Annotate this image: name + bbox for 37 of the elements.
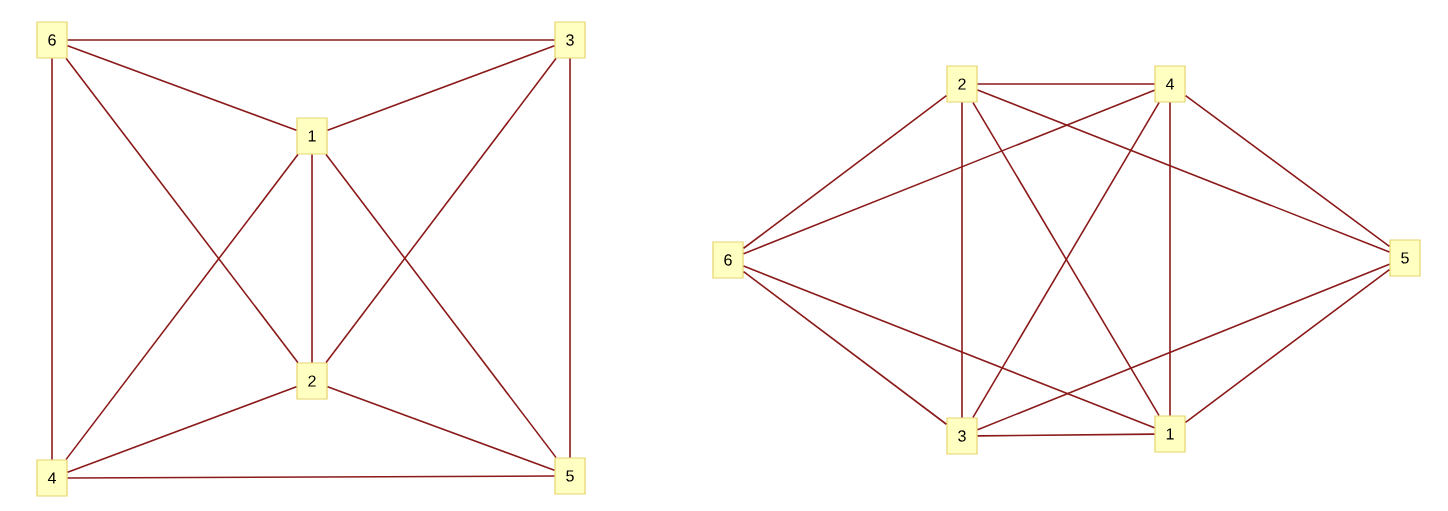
vertex-box: 4: [36, 459, 68, 497]
edge-line: [311, 153, 313, 364]
edge-line: [66, 39, 556, 41]
edge-line: [1169, 101, 1171, 417]
edge-line: [976, 263, 1391, 431]
edge-line: [326, 385, 556, 472]
edge-line: [976, 89, 1391, 253]
vertex-box: 3: [554, 21, 586, 59]
edge-line: [325, 57, 557, 364]
edge-line: [1184, 268, 1391, 424]
edge-line: [65, 153, 299, 461]
vertex-box: 4: [1154, 65, 1186, 103]
vertex-box: 2: [296, 362, 328, 400]
vertex-box: 5: [554, 457, 586, 495]
vertex-box: 2: [946, 65, 978, 103]
edge-line: [742, 94, 948, 250]
edge-line: [742, 89, 1156, 255]
edge-line: [961, 101, 963, 419]
vertex-box: 1: [296, 117, 328, 155]
vertex-box: 6: [712, 241, 744, 279]
edge-line: [66, 475, 556, 479]
edge-line: [976, 83, 1156, 85]
vertex-box: 1: [1154, 415, 1186, 453]
edge-line: [66, 386, 298, 473]
edge-line: [976, 433, 1156, 437]
edge-line: [569, 57, 571, 459]
edge-line: [325, 153, 557, 459]
edge-line: [51, 57, 53, 461]
edge-line: [326, 45, 556, 131]
vertex-box: 6: [36, 21, 68, 59]
vertex-box: 3: [946, 417, 978, 455]
edge-line: [65, 57, 299, 364]
edge-line: [1184, 94, 1391, 248]
edge-line: [66, 44, 298, 132]
edge-line: [742, 270, 948, 426]
vertex-box: 5: [1389, 239, 1421, 277]
edge-line: [742, 265, 1156, 429]
